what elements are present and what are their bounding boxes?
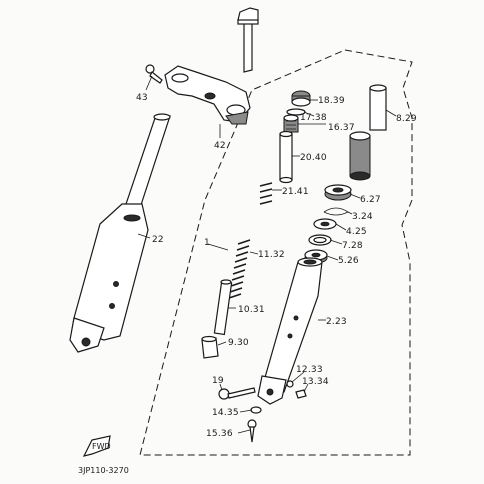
- under-bracket-part: [164, 7, 259, 125]
- callout-22: 22: [152, 235, 164, 245]
- assembly-boundary: [139, 49, 413, 456]
- callout-42: 42: [214, 141, 226, 151]
- seal-part: [308, 234, 332, 246]
- callout-20-40: 20.40: [300, 153, 327, 163]
- callout-9-30: 9.30: [228, 338, 249, 348]
- washer-part: [313, 218, 337, 230]
- spring-seat-part: [259, 182, 273, 205]
- forward-arrow-label: FWD: [92, 442, 111, 451]
- callout-14-35: 14.35: [212, 408, 239, 418]
- fork-spring-part: [228, 239, 251, 299]
- taper-spindle-part: [201, 335, 219, 359]
- callout-3-24: 3.24: [352, 212, 373, 222]
- oil-seal-part: [324, 184, 352, 201]
- outer-tube-part: [257, 257, 323, 405]
- bolt-washer-part: [250, 406, 262, 414]
- callout-43: 43: [136, 93, 148, 103]
- dust-seal-part: [291, 90, 311, 107]
- axle-pinch-bolt-part: [218, 387, 256, 400]
- leader-lines: [137, 75, 397, 434]
- callout-6-27: 6.27: [360, 195, 381, 205]
- callout-16-37: 16.37: [328, 123, 355, 133]
- callout-7-28: 7.28: [342, 241, 363, 251]
- callout-2-23: 2.23: [326, 317, 347, 327]
- callout-11-32: 11.32: [258, 250, 285, 260]
- callout-19: 19: [212, 376, 224, 386]
- callout-8-29: 8.29: [396, 114, 417, 124]
- diagram-code: 3JP110-3270: [78, 466, 129, 475]
- callout-13-34: 13.34: [302, 377, 329, 387]
- callout-1: 1: [204, 238, 210, 248]
- callout-21-41: 21.41: [282, 187, 309, 197]
- callout-15-36: 15.36: [206, 429, 233, 439]
- drain-gasket-part: [286, 380, 294, 388]
- retaining-clip-part: [323, 207, 349, 216]
- fork-boot-part: [349, 84, 387, 181]
- spacer-tube-part: [279, 130, 293, 184]
- cap-bolt-part: [283, 114, 299, 133]
- callout-5-26: 5.26: [338, 256, 359, 266]
- pinch-bolt-part: [145, 64, 163, 84]
- callout-18-39: 18.39: [318, 96, 345, 106]
- callout-10-31: 10.31: [238, 305, 265, 315]
- callout-12-33: 12.33: [296, 365, 323, 375]
- drain-screw-part: [295, 389, 307, 399]
- callout-4-25: 4.25: [346, 227, 367, 237]
- bottom-bolt-part: [247, 419, 257, 443]
- left-fork-assembly-part: [69, 113, 171, 353]
- damper-rod-part: [213, 279, 233, 336]
- callout-17-38: 17.38: [300, 113, 327, 123]
- forward-arrow-icon: FWD: [82, 435, 111, 457]
